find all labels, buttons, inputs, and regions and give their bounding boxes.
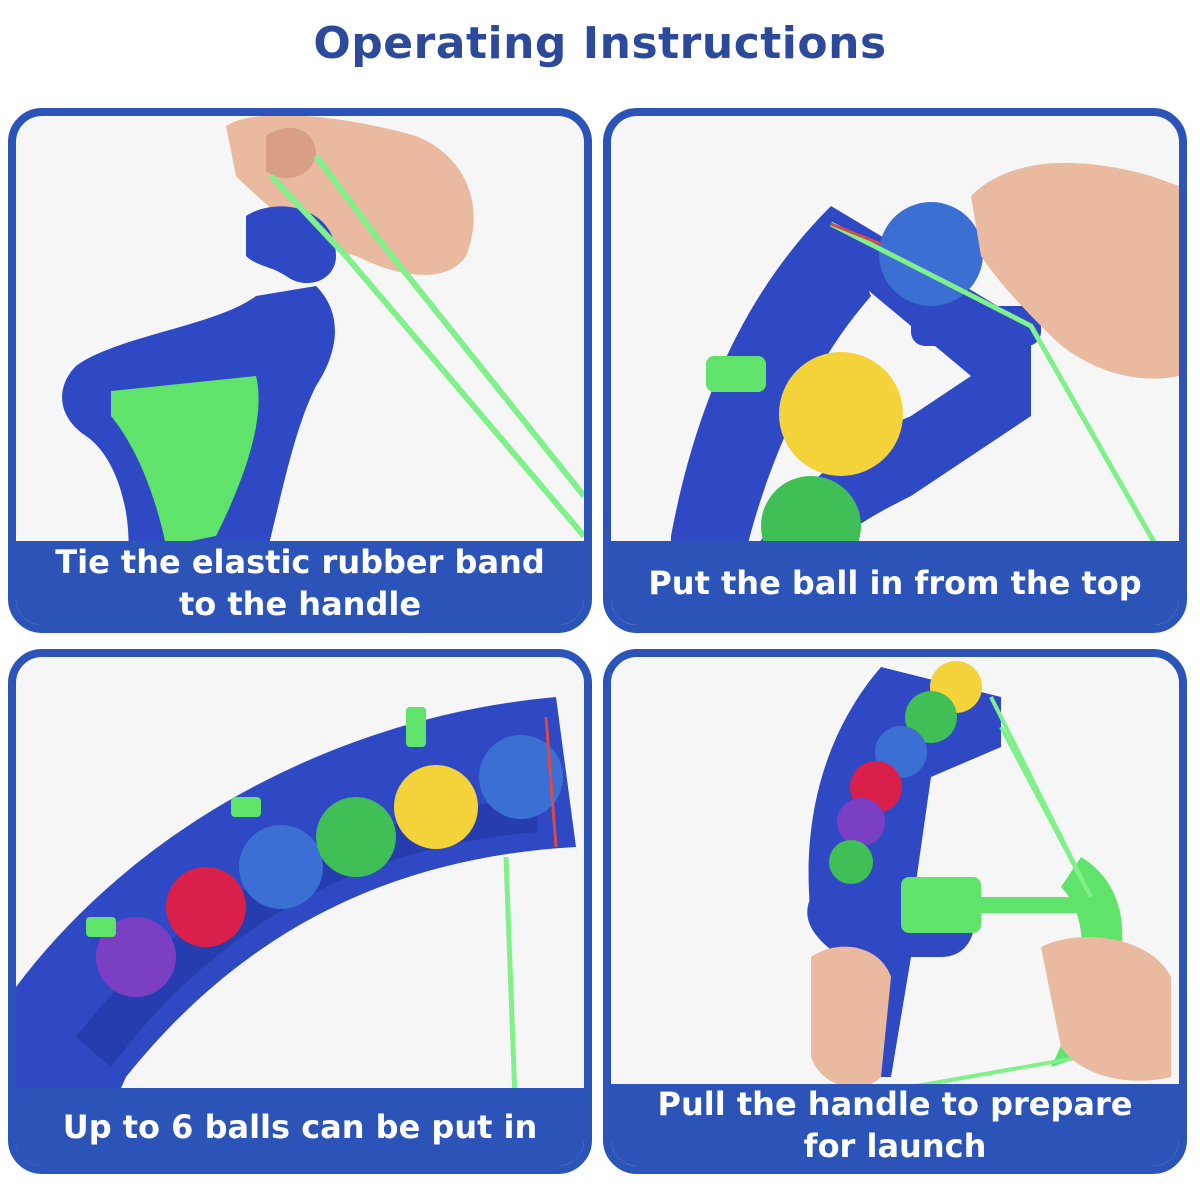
step-illustration-tie-band — [62, 116, 584, 625]
step-caption: Up to 6 balls can be put in — [16, 1088, 584, 1166]
step-caption: Tie the elastic rubber band to the handl… — [16, 541, 584, 625]
page-title: Operating Instructions — [313, 18, 887, 69]
step-caption: Put the ball in from the top — [611, 541, 1179, 625]
step-illustration-six-balls — [16, 697, 576, 1166]
step-panel-tie-band: Tie the elastic rubber band to the handl… — [8, 108, 592, 633]
step-illustration-pull-handle — [807, 661, 1171, 1089]
step-illustration-load-ball — [671, 162, 1179, 625]
step-panel-pull-handle: Pull the handle to prepare for launch — [603, 649, 1187, 1174]
step-panel-six-balls: Up to 6 balls can be put in — [8, 649, 592, 1174]
step-caption: Pull the handle to prepare for launch — [611, 1084, 1179, 1166]
step-panel-load-ball: Put the ball in from the top — [603, 108, 1187, 633]
